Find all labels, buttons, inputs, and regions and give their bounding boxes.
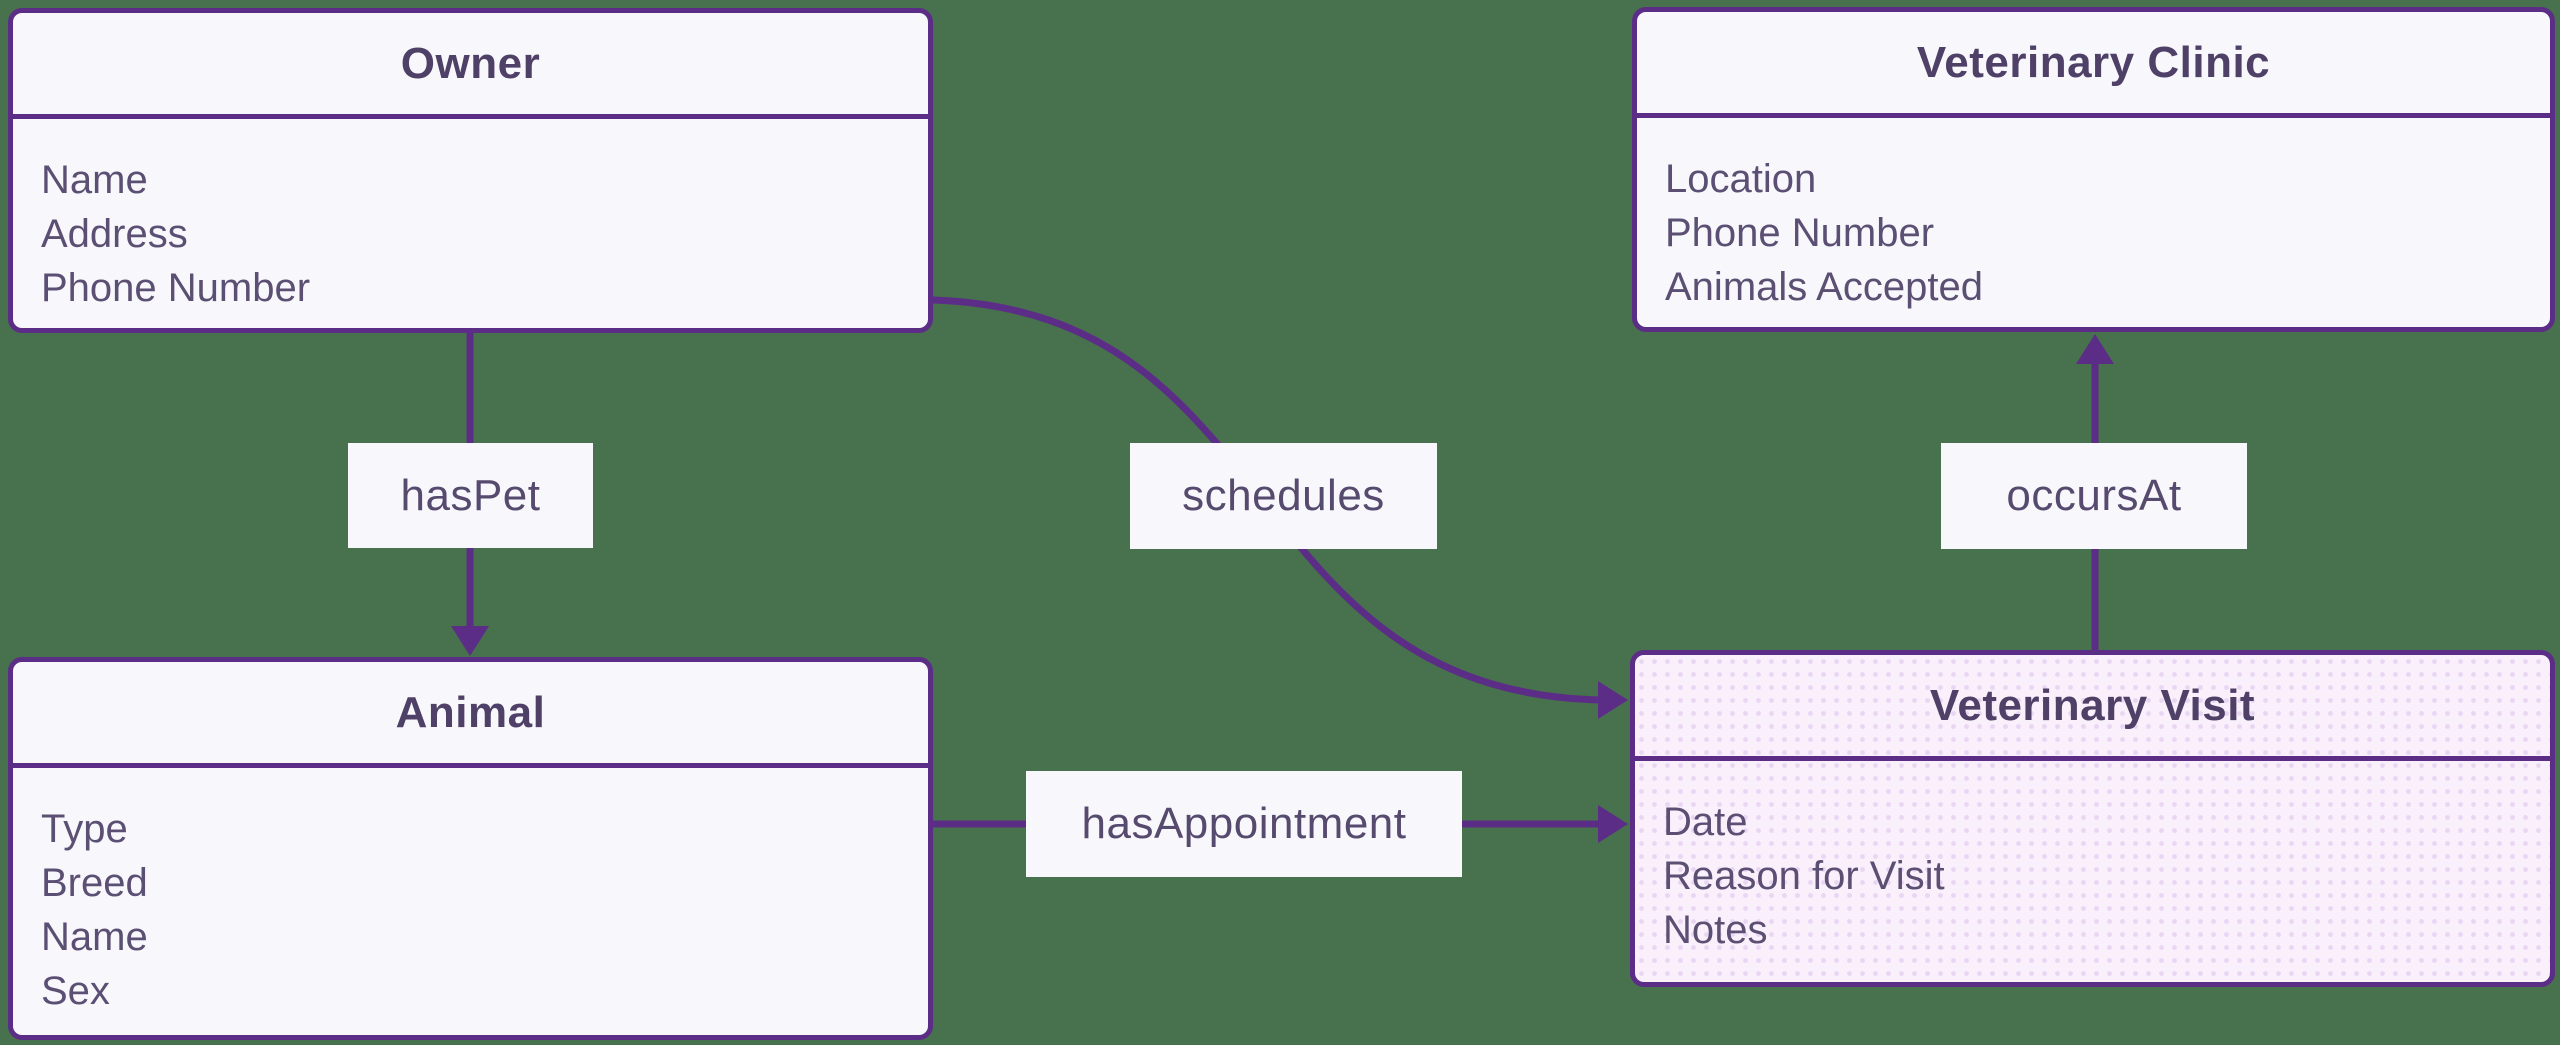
entity-animal-attributes: Type Breed Name Sex xyxy=(13,768,928,1018)
entity-veterinary-clinic-title: Veterinary Clinic xyxy=(1916,37,2271,87)
attribute: Phone Number xyxy=(1665,211,1935,255)
entity-veterinary-clinic-header: Veterinary Clinic xyxy=(1637,12,2550,118)
entity-veterinary-clinic-attributes: Location Phone Number Animals Accepted xyxy=(1637,118,2550,314)
attribute: Location xyxy=(1665,157,1817,201)
entity-veterinary-clinic[interactable]: Veterinary Clinic Location Phone Number … xyxy=(1632,7,2555,332)
attribute: Date xyxy=(1663,800,1748,844)
entity-veterinary-visit-title: Veterinary Visit xyxy=(1929,680,2256,730)
attribute: Breed xyxy=(41,861,148,905)
entity-owner[interactable]: Owner Name Address Phone Number xyxy=(8,8,933,333)
entity-animal[interactable]: Animal Type Breed Name Sex xyxy=(8,657,933,1040)
entity-veterinary-visit-header: Veterinary Visit xyxy=(1635,655,2550,761)
attribute: Address xyxy=(41,212,188,256)
entity-owner-title: Owner xyxy=(400,38,541,88)
entity-owner-header: Owner xyxy=(13,13,928,119)
relationship-label-hasAppointment[interactable]: hasAppointment xyxy=(1026,771,1462,877)
attribute: Animals Accepted xyxy=(1665,265,1983,309)
entity-animal-header: Animal xyxy=(13,662,928,768)
attribute: Phone Number xyxy=(41,266,311,310)
entity-veterinary-visit-attributes: Date Reason for Visit Notes xyxy=(1635,761,2550,957)
attribute: Reason for Visit xyxy=(1663,854,1945,898)
relationship-label-schedules[interactable]: schedules xyxy=(1130,443,1437,549)
entity-veterinary-visit[interactable]: Veterinary Visit Date Reason for Visit N… xyxy=(1630,650,2555,987)
attribute: Sex xyxy=(41,969,110,1013)
attribute: Notes xyxy=(1663,908,1768,952)
entity-animal-title: Animal xyxy=(395,687,546,737)
attribute: Type xyxy=(41,807,128,851)
relationship-label-hasPet[interactable]: hasPet xyxy=(348,443,593,548)
attribute: Name xyxy=(41,158,148,202)
relationship-label-occursAt[interactable]: occursAt xyxy=(1941,443,2247,549)
attribute: Name xyxy=(41,915,148,959)
entity-owner-attributes: Name Address Phone Number xyxy=(13,119,928,315)
